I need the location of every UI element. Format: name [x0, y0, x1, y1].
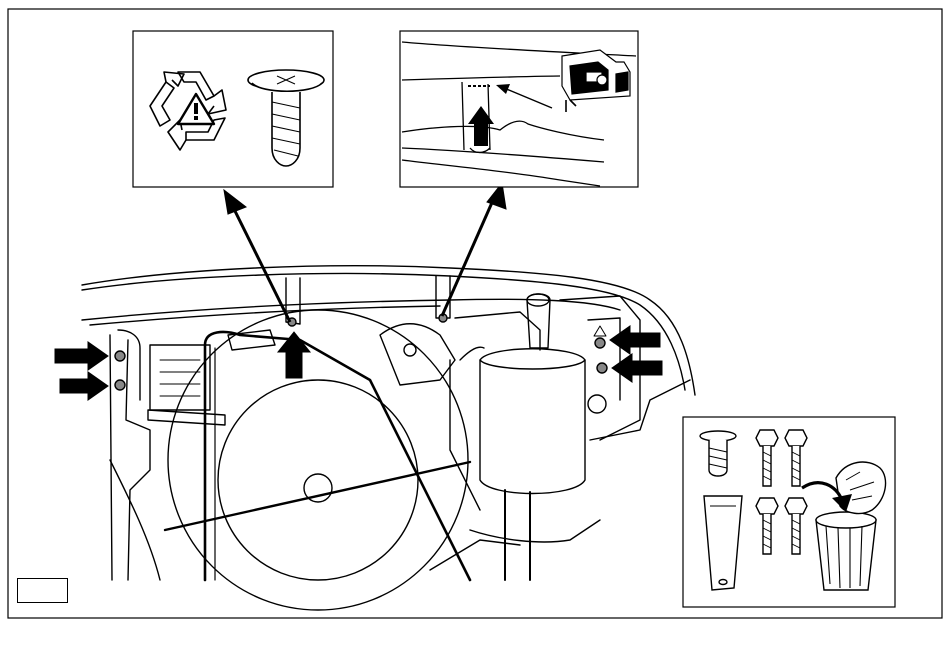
inset-cut-with-jigsaw [400, 31, 638, 187]
inset-discard-parts [683, 417, 895, 607]
inset-recycle-screw [133, 31, 333, 187]
mount-hole-4 [597, 363, 607, 373]
arrow-right-upper [610, 326, 660, 354]
leader-to-recycle-inset [232, 205, 290, 322]
figure-label-box [17, 578, 68, 603]
underbody-scene [82, 266, 695, 610]
wheel-holder-wire [205, 332, 470, 580]
leader-to-jigsaw-inset [442, 198, 494, 316]
mount-hole-2 [115, 380, 125, 390]
arrow-left-lower [60, 372, 108, 400]
arrow-left-upper [55, 342, 108, 370]
muffler-body [480, 349, 585, 494]
mount-hole-3 [595, 338, 605, 348]
mount-hole-1 [115, 351, 125, 361]
callout-arrows [55, 183, 662, 400]
spare-wheel-outer [168, 310, 468, 610]
